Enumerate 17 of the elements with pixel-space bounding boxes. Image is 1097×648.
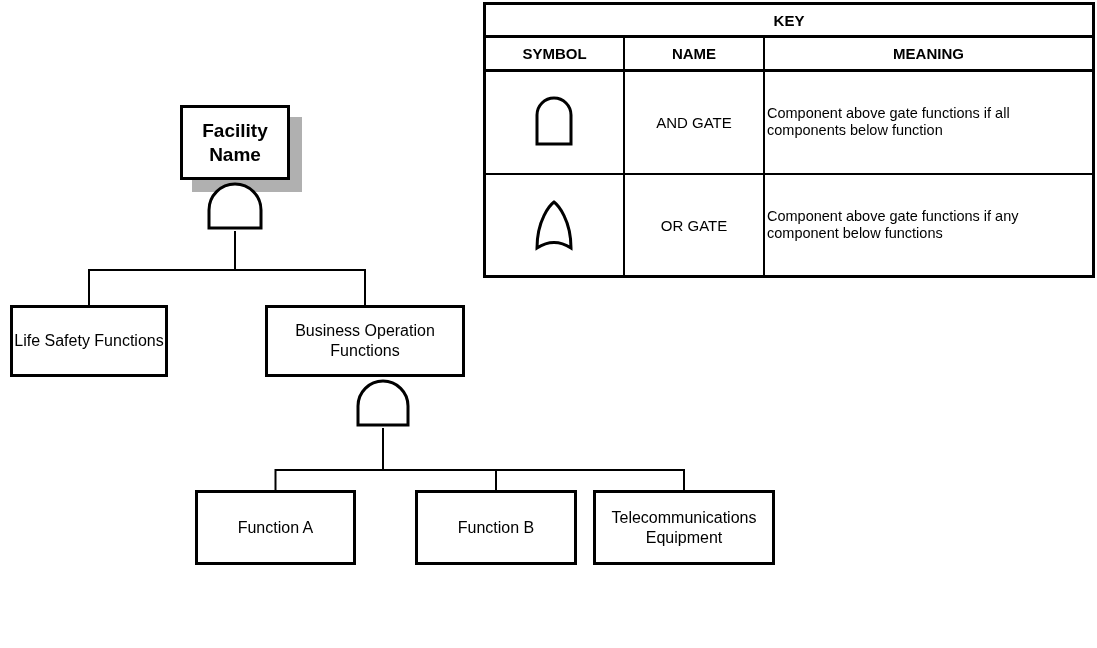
process-box: Life Safety Functions: [10, 305, 168, 377]
process-box: Function B: [415, 490, 577, 565]
process-box: Business Operation Functions: [265, 305, 465, 377]
table-title: KEY: [773, 11, 805, 29]
and-gate-symbol: [206, 181, 264, 231]
column-header: NAME: [671, 44, 717, 62]
column-header: MEANING: [893, 44, 964, 62]
column-header: SYMBOL: [522, 44, 587, 62]
process-box: Telecommunications Equipment: [593, 490, 775, 565]
table-cell: OR GATE: [660, 216, 728, 234]
table-cell: AND GATE: [656, 113, 732, 131]
connector-line: [382, 427, 685, 491]
connector-line: [234, 230, 366, 306]
process-box: Function A: [195, 490, 356, 565]
and-gate-symbol: [355, 378, 411, 428]
table-cell-text: Component above gate functions if all components below function: [767, 105, 1011, 139]
table-cell-text: Component above gate functions if any component below functions: [767, 208, 1020, 242]
